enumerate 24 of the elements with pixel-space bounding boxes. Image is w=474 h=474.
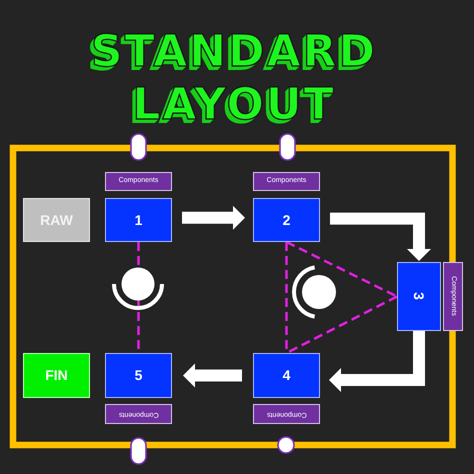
components-tag [105, 172, 172, 191]
station-number: 1 [134, 212, 142, 228]
flow-arrow [330, 212, 431, 261]
components-tag [443, 262, 463, 331]
station-box [105, 198, 172, 242]
station-box [253, 198, 320, 242]
station-box [397, 262, 441, 331]
flow-arrow [329, 331, 425, 392]
components-tag [253, 172, 320, 191]
station-number: 5 [134, 367, 142, 384]
station-number: 2 [282, 212, 290, 228]
station-number: 4 [282, 367, 290, 384]
flow-arrow [183, 364, 242, 388]
box-label: FIN [45, 367, 68, 384]
flow-arrow [182, 206, 245, 230]
components-tag [253, 404, 320, 424]
dashed-link [286, 240, 398, 298]
start-box [23, 198, 90, 242]
station-box [253, 353, 320, 398]
station-box [105, 353, 172, 398]
components-tag [105, 404, 172, 424]
diagram-title: STANDARD LAYOUT [90, 25, 378, 132]
end-box [23, 353, 90, 398]
station-number: 3 [410, 292, 428, 300]
